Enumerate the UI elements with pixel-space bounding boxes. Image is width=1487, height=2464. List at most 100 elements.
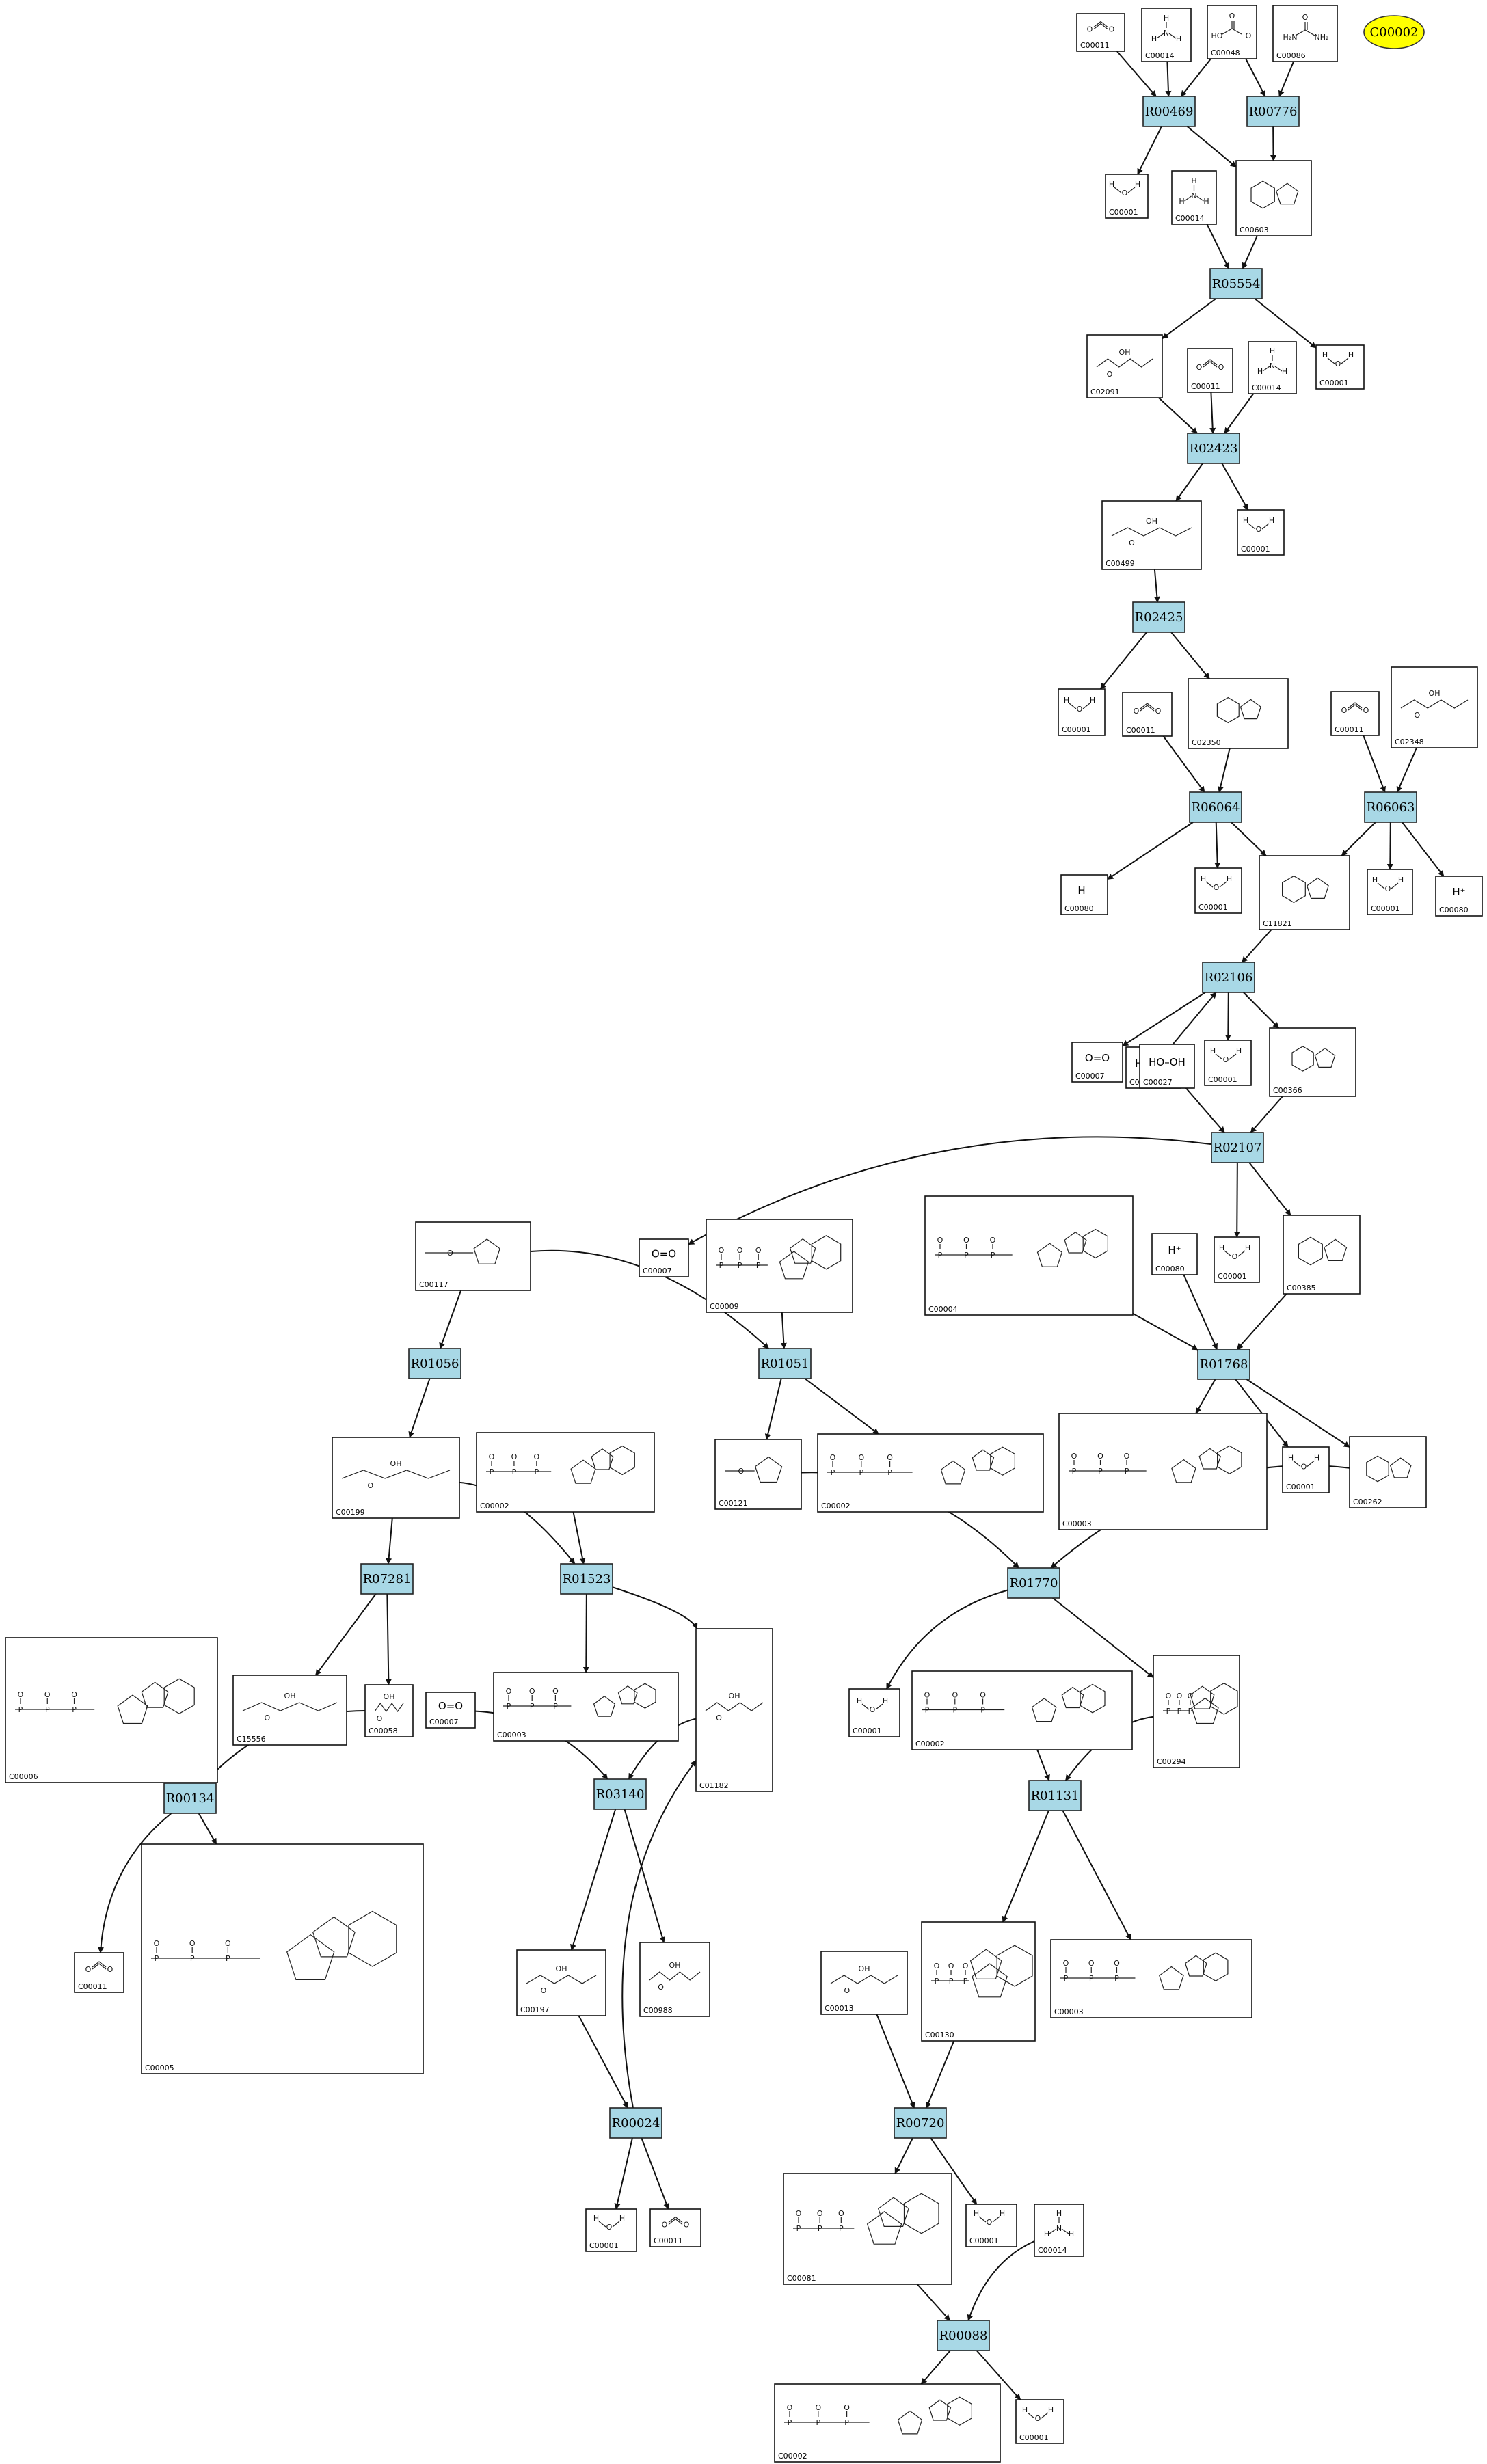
- reaction-node-r01770[interactable]: R01770: [1007, 1567, 1060, 1599]
- compound-node-c00080[interactable]: H⁺C00080: [1435, 876, 1483, 917]
- reaction-node-r00024[interactable]: R00024: [609, 2107, 662, 2139]
- compound-node-c00603[interactable]: C00603: [1235, 160, 1312, 236]
- compound-id-label: C00499: [1106, 559, 1135, 568]
- compound-node-c00262[interactable]: C00262: [1349, 1436, 1427, 1508]
- svg-text:O: O: [1166, 1692, 1172, 1701]
- reaction-node-r02425[interactable]: R02425: [1132, 601, 1185, 633]
- reaction-node-r01056[interactable]: R01056: [408, 1348, 461, 1379]
- svg-text:O: O: [506, 1687, 512, 1696]
- reaction-node-r06064[interactable]: R06064: [1189, 791, 1242, 823]
- reaction-node-r02106[interactable]: R02106: [1202, 962, 1255, 993]
- reaction-node-r00134[interactable]: R00134: [163, 1783, 217, 1814]
- reaction-node-r06063[interactable]: R06063: [1364, 791, 1417, 823]
- compound-node-c00080[interactable]: H⁺C00080: [1151, 1233, 1198, 1275]
- reaction-node-r02107[interactable]: R02107: [1211, 1132, 1264, 1163]
- svg-text:O: O: [1341, 706, 1348, 715]
- compound-box: [476, 1432, 655, 1513]
- compound-node-c02350[interactable]: C02350: [1188, 678, 1289, 749]
- reaction-node-r05554[interactable]: R05554: [1209, 268, 1263, 299]
- compound-node-c00385[interactable]: C00385: [1283, 1215, 1361, 1295]
- reaction-node-r00776[interactable]: R00776: [1246, 96, 1300, 127]
- compound-node-c11821[interactable]: C11821: [1259, 855, 1350, 930]
- compound-node-c00080[interactable]: H⁺C00080: [1060, 874, 1108, 915]
- reaction-node-r00088[interactable]: R00088: [937, 2320, 990, 2351]
- svg-text:O: O: [990, 1236, 996, 1245]
- reaction-node-r02423[interactable]: R02423: [1187, 433, 1240, 464]
- svg-text:P: P: [1188, 1707, 1193, 1716]
- compound-formula: H⁺: [1077, 884, 1090, 897]
- reaction-node-r01131[interactable]: R01131: [1028, 1780, 1082, 1811]
- highlight-node-c00002[interactable]: C00002: [1363, 15, 1425, 49]
- reaction-node-r07281[interactable]: R07281: [360, 1563, 414, 1595]
- compound-node-c00366[interactable]: C00366: [1269, 1027, 1356, 1097]
- compound-id-label: C00009: [710, 1302, 739, 1311]
- svg-text:O: O: [815, 2403, 821, 2412]
- reaction-node-r01768[interactable]: R01768: [1197, 1349, 1250, 1380]
- compound-box: [848, 1688, 900, 1737]
- reaction-node-r03140[interactable]: R03140: [593, 1778, 647, 1810]
- reaction-node-r01523[interactable]: R01523: [560, 1563, 613, 1595]
- reaction-node-r01051[interactable]: R01051: [758, 1348, 812, 1379]
- reaction-node-r00720[interactable]: R00720: [894, 2107, 947, 2139]
- reaction-node-r00469[interactable]: R00469: [1142, 96, 1196, 127]
